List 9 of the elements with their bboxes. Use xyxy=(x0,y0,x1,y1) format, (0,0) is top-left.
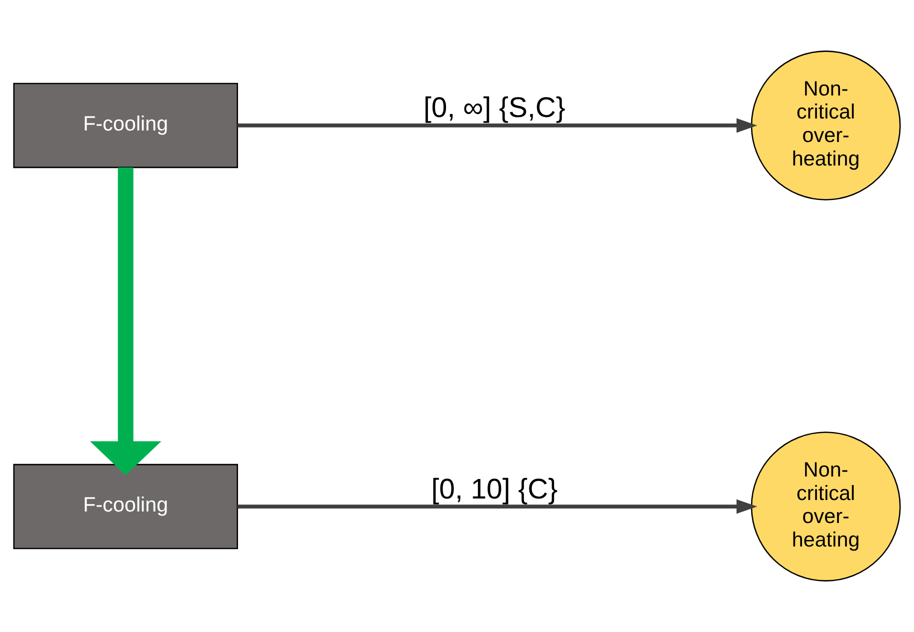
edge-label: [0, ∞] {S,C} xyxy=(424,92,566,124)
node-circle: Non- critical over- heating xyxy=(750,50,901,200)
arrow xyxy=(237,499,758,514)
arrow xyxy=(90,168,162,476)
arrow xyxy=(237,118,758,133)
node-box: F-cooling xyxy=(13,82,238,168)
node-circle: Non- critical over- heating xyxy=(750,432,901,582)
edge-label: [0, 10] {C} xyxy=(431,473,558,506)
node-box: F-cooling xyxy=(13,464,238,550)
